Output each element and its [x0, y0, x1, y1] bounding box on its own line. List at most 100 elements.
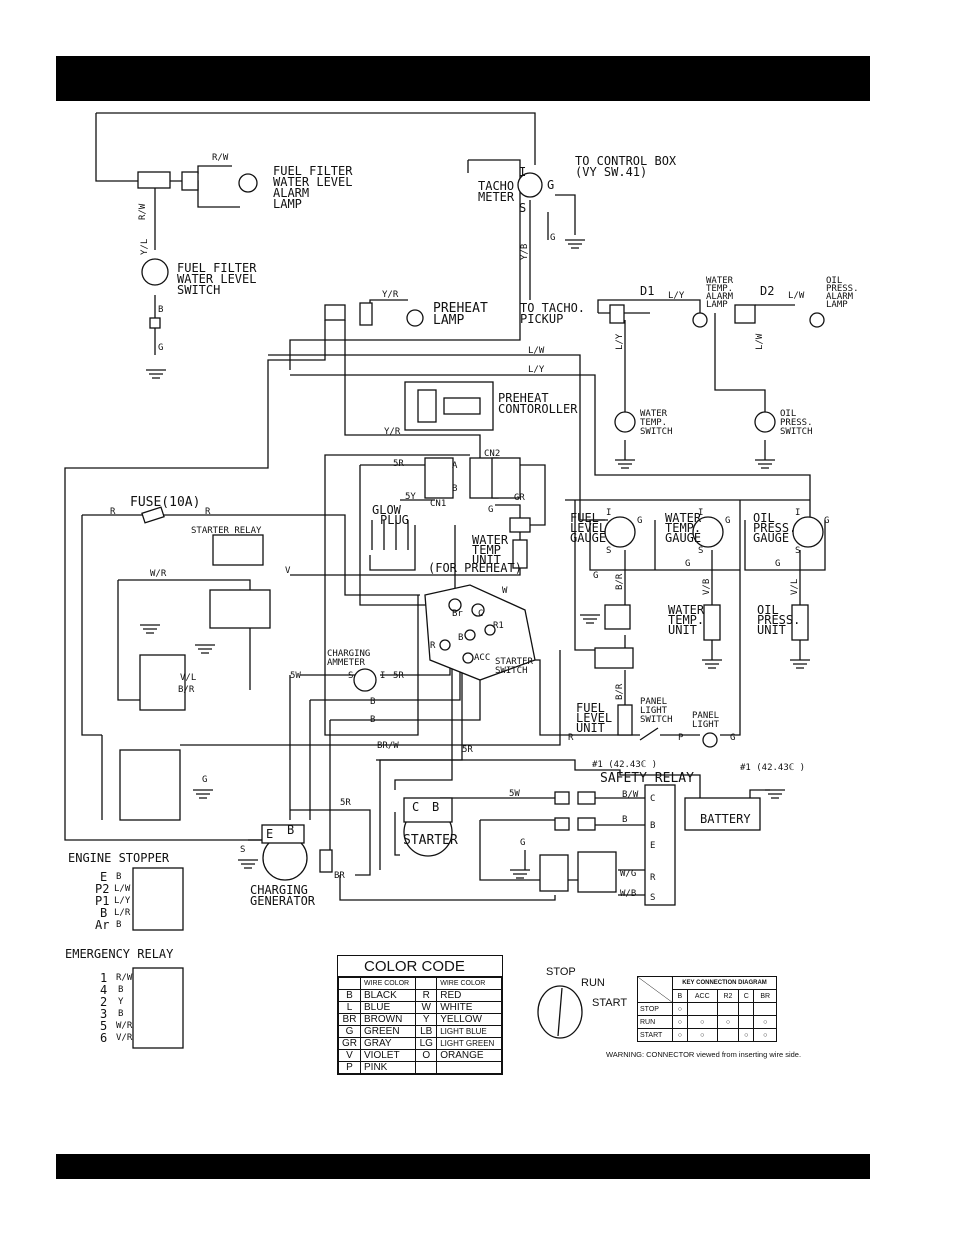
starter-relay-block [209, 589, 271, 629]
oil-press-unit-icon [791, 604, 809, 641]
wire-label: L/W [528, 346, 545, 356]
terminal-label: I [380, 671, 385, 681]
terminal-label: ACC [474, 653, 490, 663]
key-column-header: ACC [686, 989, 718, 1003]
cn1-connector [424, 457, 454, 499]
components [119, 171, 825, 1049]
to-control-box-label: TO CONTROL BOX(VY SW.41) [575, 154, 677, 179]
terminal-label: E [650, 841, 655, 851]
pin-label: 5 [100, 1019, 107, 1033]
terminal-label: G [824, 516, 829, 526]
wire-label: B [158, 305, 163, 315]
emergency-relay-pins: 1 4 2 3 5 6 R/W B Y B W/R V/R [100, 971, 133, 1045]
warning-note: WARNING: CONNECTOR viewed from inserting… [606, 1050, 802, 1059]
key-connection-cell: ○ [753, 1028, 777, 1042]
wire-label: B [118, 1009, 123, 1019]
wire-label: L/Y [668, 291, 685, 301]
key-connection-cell [738, 1002, 755, 1016]
fuel-filter-connector [137, 171, 171, 189]
terminal-label: A [452, 461, 458, 471]
panel-light-icon [702, 732, 718, 748]
wire-label: V/L [180, 673, 196, 683]
wire-label: 5W [509, 789, 520, 799]
cable-note-1: #1 (42.43ℂ ) [592, 760, 657, 770]
fuel-filter-lamp-icon [238, 173, 258, 193]
fuel-filter-lamp-connector [181, 171, 199, 191]
fuel-level-connector [604, 604, 631, 630]
starter-label: STARTER [403, 833, 458, 848]
water-temp-unit-icon [703, 604, 721, 641]
safety-relay-label: SAFETY RELAY [600, 771, 694, 786]
wire-labels: R/W R/W Y/L B G Y/B G Y/R L/Y L/W L/W L/… [110, 153, 805, 899]
wire-label: B [370, 697, 375, 707]
key-start-label: START [592, 997, 627, 1009]
d1-connector [609, 304, 625, 324]
key-connection-cell: ○ [753, 1015, 777, 1029]
footer-bar [56, 1154, 870, 1179]
header-bar [56, 56, 870, 101]
wire-label: B [622, 815, 627, 825]
fuse-label: FUSE(10A) [130, 495, 200, 510]
terminal-label: E [266, 827, 273, 841]
engine-stopper-connector [132, 867, 184, 931]
terminal-label: S [795, 546, 800, 556]
cn2-label: CN2 [484, 449, 500, 459]
wire-label: G [550, 233, 555, 243]
key-column-header: BR [753, 989, 777, 1003]
terminal-label: Br [452, 609, 463, 619]
cn1-label: CN1 [430, 499, 446, 509]
key-connection-cell: ○ [672, 1028, 688, 1042]
key-switch-labels: STOP RUN START [546, 966, 627, 1009]
terminal-label: B [432, 800, 439, 814]
wire-label: L/Y [615, 333, 625, 350]
water-temp-alarm-lamp-icon [692, 312, 708, 328]
battery-icon [684, 797, 761, 831]
wire-label: 5R [393, 671, 404, 681]
pin-label: 6 [100, 1031, 107, 1045]
wire-label: BR/W [377, 741, 399, 751]
terminal-label: R [430, 641, 436, 651]
terminal-label: S [698, 546, 703, 556]
wire-label: S [240, 845, 245, 855]
pin-label: Ar [95, 918, 109, 932]
key-connection-cell: ○ [672, 1002, 688, 1016]
wire-label: B/R [615, 573, 625, 590]
wire-label: G [593, 571, 598, 581]
water-temp-gauge-icon [692, 516, 724, 548]
fuel-filter-switch-icon [141, 258, 169, 286]
pin-label: P1 [95, 894, 109, 908]
wire-label: V [285, 566, 291, 576]
key-connection-cell [716, 1002, 740, 1016]
emergency-relay-connector [132, 967, 184, 1049]
wire-label: 5R [462, 745, 473, 755]
wire-label: G [685, 559, 690, 569]
terminal-label: R1 [493, 621, 504, 631]
terminal-label: I [606, 508, 611, 518]
wire-label: GR [514, 493, 525, 503]
fuel-level-unit-icon [617, 704, 633, 736]
pin-label: 3 [100, 1007, 107, 1021]
key-connection-cell [738, 1015, 755, 1029]
key-connection-cell: ○ [716, 1015, 740, 1029]
panel-light-switch-icon [639, 727, 659, 741]
starter-relay-label: STARTER RELAY [191, 526, 262, 536]
tacho-meter-icon [517, 172, 543, 198]
key-connection-row: RUN○○○○ [637, 1015, 777, 1029]
terminal-label: B [452, 484, 457, 494]
wire-label: G [202, 775, 207, 785]
wire-label: Y/B [520, 244, 530, 260]
key-position-label: STOP [637, 1002, 673, 1016]
wire-label: R [568, 733, 574, 743]
key-position-label: RUN [637, 1015, 673, 1029]
